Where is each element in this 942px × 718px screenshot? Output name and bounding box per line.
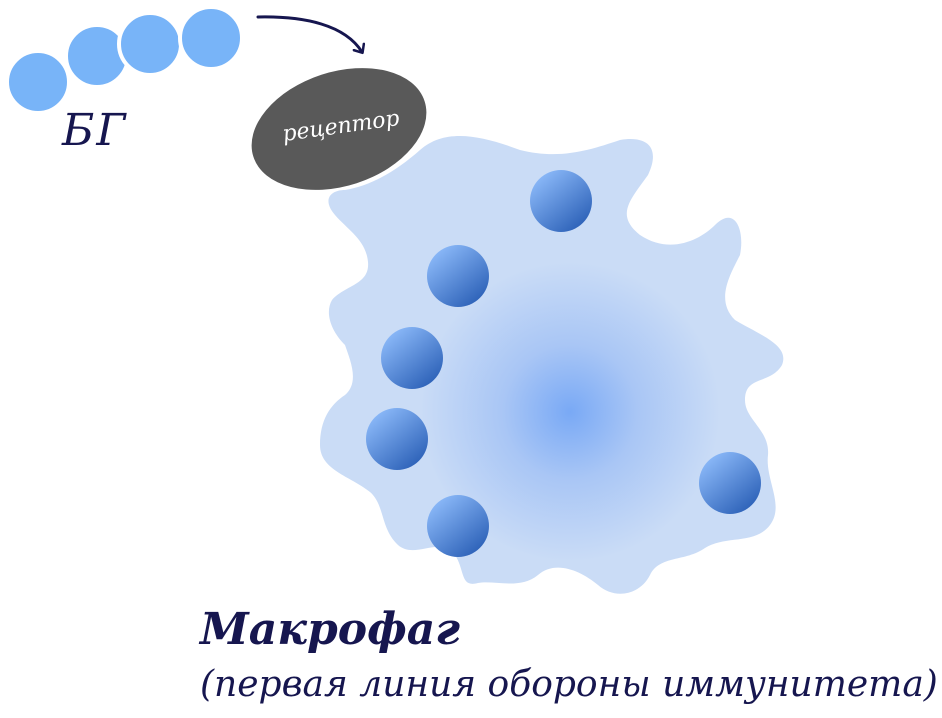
diagram-title: Макрофаг [200,604,461,655]
receptor-shape [251,68,427,190]
macrophage-body [320,136,784,594]
granule [427,495,489,557]
granule [530,170,592,232]
granule [381,327,443,389]
granule [699,452,761,514]
bg-label: БГ [62,105,128,156]
binding-arrow [256,15,362,52]
granule [427,245,489,307]
granule [366,408,428,470]
bg-bead [117,11,183,77]
bg-bead [5,49,71,115]
diagram-subtitle: (первая линия обороны иммунитета) [200,664,938,705]
bg-bead [178,5,244,71]
